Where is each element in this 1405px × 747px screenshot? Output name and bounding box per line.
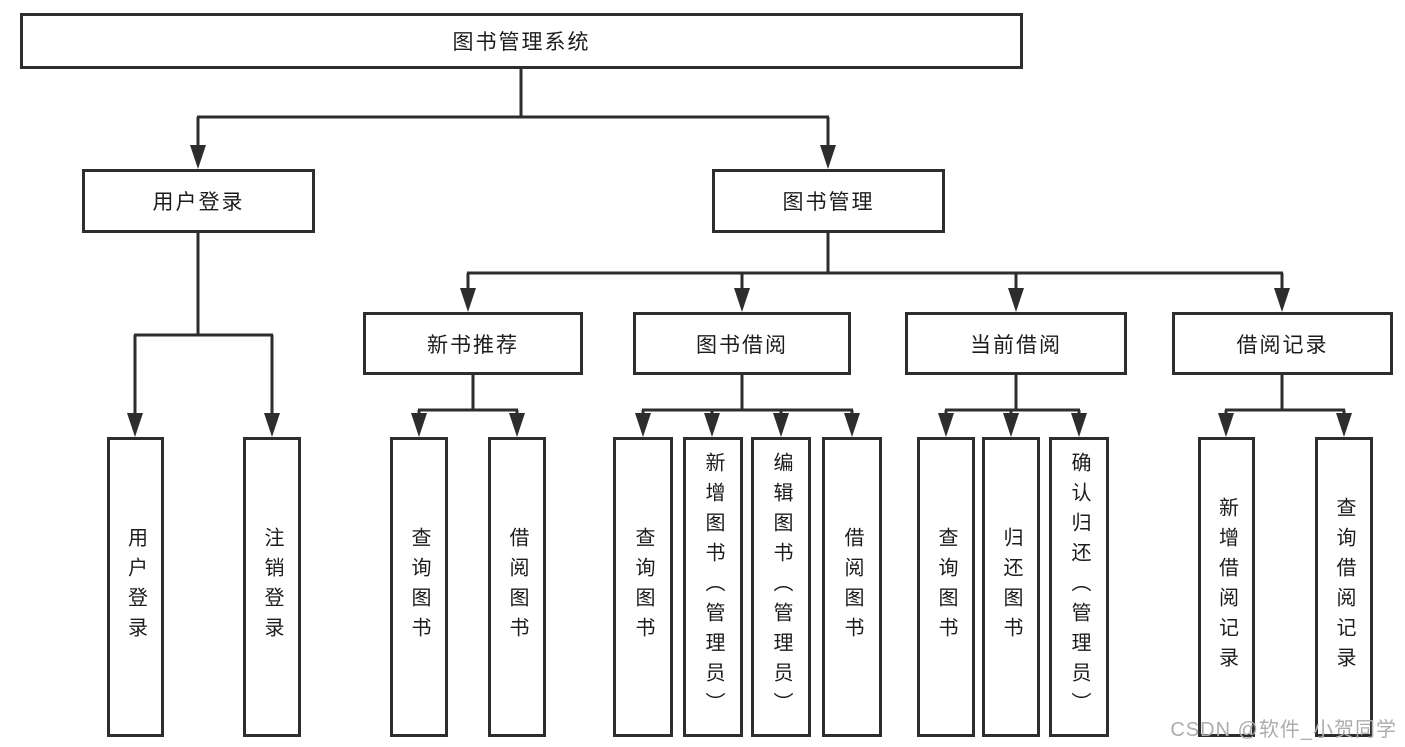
node-borrowing-records: 借阅记录 [1172,312,1393,375]
leaf-current-query-books-label: 查询图书 [935,527,957,647]
leaf-logout: 注销登录 [243,437,301,737]
leaf-logout-label: 注销登录 [261,527,283,647]
node-borrowing-records-label: 借阅记录 [1236,333,1329,357]
leaf-borrow-query-books-label: 查询图书 [632,527,654,647]
node-book-borrowing-label: 图书借阅 [696,333,788,357]
leaf-newbook-borrow-books: 借阅图书 [488,437,546,737]
node-book-management: 图书管理 [712,169,945,233]
leaf-user-login-label: 用户登录 [124,527,147,647]
node-book-borrowing: 图书借阅 [633,312,851,375]
leaf-current-return-books-label: 归还图书 [1000,527,1022,647]
node-book-management-label: 图书管理 [782,191,875,214]
node-new-book-recommend-label: 新书推荐 [427,333,519,357]
leaf-records-add-record-label: 新增借阅记录 [1215,497,1238,677]
leaf-newbook-query-books: 查询图书 [390,437,448,737]
csdn-watermark: CSDN @软件_小贺同学 [1170,719,1397,741]
leaf-borrow-query-books: 查询图书 [613,437,673,737]
leaf-records-query-record-label: 查询借阅记录 [1333,497,1355,677]
node-user-login-label: 用户登录 [152,191,245,214]
leaf-newbook-borrow-books-label: 借阅图书 [506,527,528,647]
leaf-user-login: 用户登录 [107,437,164,737]
leaf-records-query-record: 查询借阅记录 [1315,437,1373,737]
node-user-login: 用户登录 [82,169,315,233]
leaf-current-confirm-return-admin: 确认归还（管理员） [1049,437,1109,737]
leaf-current-query-books: 查询图书 [917,437,975,737]
leaf-borrow-add-books-admin: 新增图书（管理员） [683,437,743,737]
leaf-current-confirm-return-admin-label: 确认归还（管理员） [1068,452,1090,722]
leaf-borrow-borrow-books-label: 借阅图书 [841,527,863,647]
node-current-borrowing-label: 当前借阅 [970,333,1062,357]
node-root-label: 图书管理系统 [452,31,591,54]
leaf-borrow-edit-books-admin-label: 编辑图书（管理员） [770,452,792,722]
node-current-borrowing: 当前借阅 [905,312,1127,375]
node-new-book-recommend: 新书推荐 [363,312,583,375]
arrowheads [127,145,1352,437]
leaf-borrow-edit-books-admin: 编辑图书（管理员） [751,437,811,737]
leaf-borrow-add-books-admin-label: 新增图书（管理员） [702,452,724,722]
leaf-borrow-borrow-books: 借阅图书 [822,437,882,737]
leaf-current-return-books: 归还图书 [982,437,1040,737]
leaf-records-add-record: 新增借阅记录 [1198,437,1255,737]
leaf-newbook-query-books-label: 查询图书 [408,527,430,647]
node-root-system: 图书管理系统 [20,13,1023,69]
